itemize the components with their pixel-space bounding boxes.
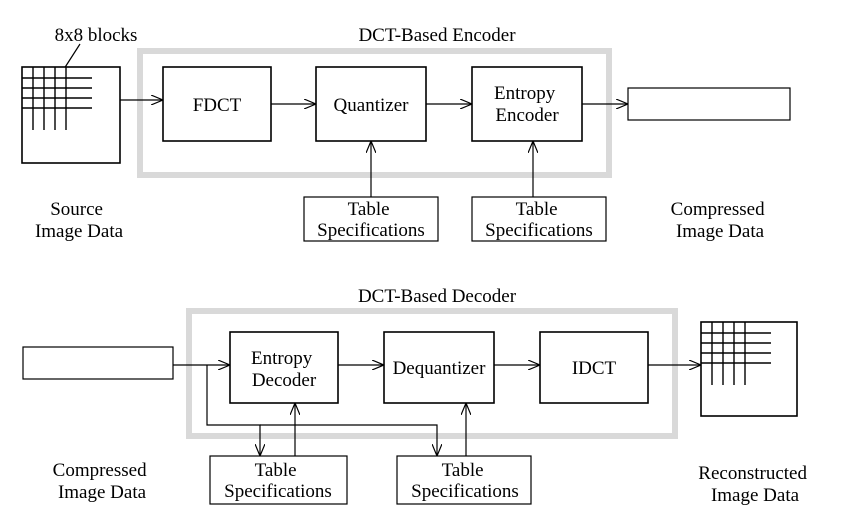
idct-label: IDCT xyxy=(572,358,617,379)
dequantizer-box xyxy=(383,331,495,404)
reconstructed-image-grid xyxy=(700,321,798,417)
encoder-table-spec-2-box xyxy=(471,196,607,242)
quantizer-label: Quantizer xyxy=(334,95,410,116)
blocks-label: 8x8 blocks xyxy=(55,25,138,46)
entropy-encoder-label: Entropy Encoder xyxy=(494,83,560,126)
source-image-grid xyxy=(21,66,121,164)
decoder-compressed-label: Compressed Image Data xyxy=(53,460,152,503)
encoder-frame xyxy=(137,48,612,178)
encoder-table-spec-2-label: Table Specifications xyxy=(485,199,593,241)
compressed-input-box xyxy=(22,346,174,380)
encoder-compressed-label: Compressed Image Data xyxy=(671,199,770,242)
reconstructed-label: Reconstructed Image Data xyxy=(698,463,811,506)
decoder-frame xyxy=(186,308,678,439)
entropy-encoder-box xyxy=(471,66,583,142)
decoder-table-spec-1-box xyxy=(209,455,348,505)
compressed-output-box xyxy=(627,87,791,121)
decoder-table-spec-2-label: Table Specifications xyxy=(411,460,519,502)
encoder-table-spec-1-label: Table Specifications xyxy=(317,199,425,241)
entropy-decoder-label: Entropy Decoder xyxy=(251,348,317,391)
branch-to-table-spec-2 xyxy=(260,424,437,455)
quantizer-box xyxy=(315,66,427,142)
decoder-table-spec-2-box xyxy=(396,455,532,505)
decoder-table-spec-1-label: Table Specifications xyxy=(224,460,332,502)
entropy-decoder-box xyxy=(229,331,339,404)
encoder-title: DCT-Based Encoder xyxy=(358,25,516,46)
idct-box xyxy=(539,331,649,404)
decoder-title: DCT-Based Decoder xyxy=(358,286,517,307)
source-label: Source Image Data xyxy=(35,199,124,242)
fdct-label: FDCT xyxy=(193,95,242,116)
branch-to-table-spec-1 xyxy=(206,365,260,455)
dequantizer-label: Dequantizer xyxy=(393,358,487,379)
fdct-box xyxy=(162,66,272,142)
